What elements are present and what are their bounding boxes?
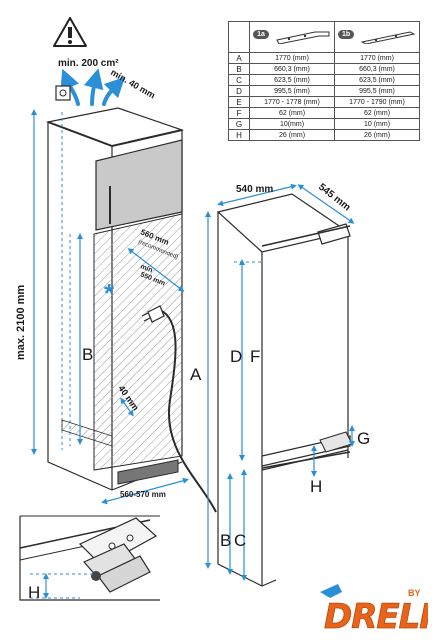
table-cell: 660,3 (mm) [334, 63, 420, 75]
width-label: 540 mm [236, 184, 273, 195]
table-cell: 623,5 (mm) [334, 74, 420, 86]
table-header-col2: 1b [334, 21, 420, 53]
bracket-1b-icon [360, 31, 416, 44]
letter-f: F [250, 347, 260, 366]
table-cell: 62 (mm) [334, 107, 420, 119]
table-cell: 10(mm) [249, 118, 335, 130]
table-key: D [228, 85, 250, 97]
niche-width-label: 560-570 mm [120, 490, 166, 499]
letter-b2: B [220, 531, 231, 550]
warning-icon [53, 17, 87, 47]
table-cell: 995,5 (mm) [334, 85, 420, 97]
table-header: 1a 1b [228, 21, 420, 53]
bracket-1a-icon [276, 31, 330, 44]
depth-label: 545 mm [316, 182, 352, 214]
logo-drill-icon [320, 584, 342, 598]
vent-area-label: min. 200 cm² [58, 58, 119, 69]
table-key: E [228, 96, 250, 108]
niche-width-dimension [101, 477, 189, 505]
table-cell: 1770 - 1790 (mm) [334, 96, 420, 108]
airflow-arrows [60, 68, 126, 106]
table-key: G [228, 118, 250, 130]
table-key: F [228, 107, 250, 119]
letter-b: B [82, 345, 93, 364]
table-cell: 10 (mm) [334, 118, 420, 130]
table-cell: 995,5 (mm) [249, 85, 335, 97]
socket-icon [55, 85, 71, 101]
letter-g: G [357, 429, 370, 448]
appliance [216, 193, 353, 587]
table-key: A [228, 52, 250, 64]
table-cell: 26 (mm) [334, 129, 420, 141]
letter-a: A [190, 365, 202, 384]
table-cell: 1770 - 1778 (mm) [249, 96, 335, 108]
dreli-logo: DRELI BY [320, 584, 428, 636]
cabinet-niche [45, 107, 185, 491]
logo-text: DRELI [324, 597, 428, 636]
table-cell: 660,3 (mm) [249, 63, 335, 75]
table-header-col1: 1a [249, 21, 335, 53]
logo-superscript: BY [408, 588, 421, 598]
power-cord [141, 305, 217, 513]
col1-badge: 1a [253, 30, 269, 39]
depth-dimension [297, 184, 355, 224]
letter-c: C [234, 531, 246, 550]
table-header-empty [228, 21, 250, 53]
table-key: B [228, 63, 250, 75]
table-key: C [228, 74, 250, 86]
table-cell: 26 (mm) [249, 129, 335, 141]
table-cell: 1770 (mm) [249, 52, 335, 64]
letter-h2: H [28, 583, 40, 602]
star-marker: * [104, 278, 115, 308]
col2-badge: 1b [337, 30, 355, 39]
table-cell: 623,5 (mm) [249, 74, 335, 86]
width-dimension [217, 183, 297, 207]
table-cell: 62 (mm) [249, 107, 335, 119]
hinge-detail-inset [19, 515, 160, 601]
table-key: H [228, 129, 250, 141]
letter-h: H [310, 477, 322, 496]
letter-d: D [230, 347, 242, 366]
max-height-label: max. 2100 mm [15, 285, 27, 360]
table-cell: 1770 (mm) [334, 52, 420, 64]
